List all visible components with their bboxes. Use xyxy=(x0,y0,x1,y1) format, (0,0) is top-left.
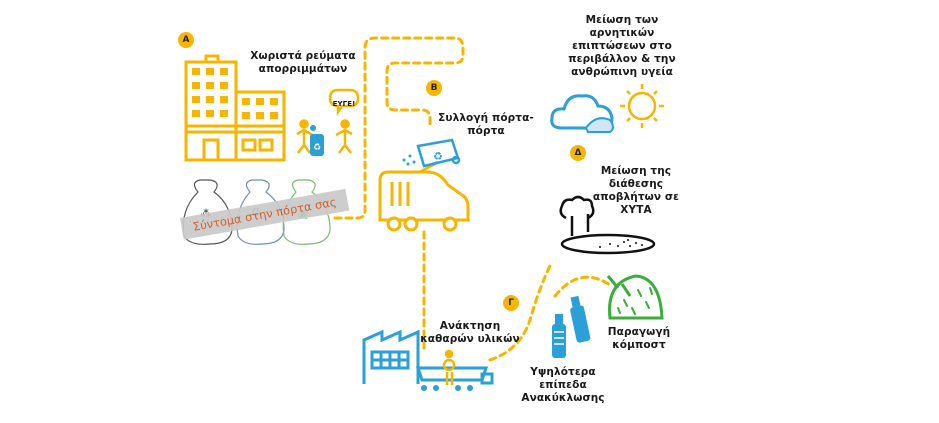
step-badge-d: Δ xyxy=(570,145,586,161)
waste-bags-icon xyxy=(182,179,331,245)
path-a-to-b xyxy=(333,36,465,220)
label-door-to-door: Συλλογή πόρτα- πόρτα xyxy=(438,112,534,137)
svg-text:♻: ♻ xyxy=(313,143,321,153)
worker-icon xyxy=(442,349,456,385)
factory-icon xyxy=(362,329,420,384)
step-badge-b: B xyxy=(426,80,442,96)
conveyor-belt-icon xyxy=(415,366,494,385)
building-windows xyxy=(192,68,278,119)
label-material-recovery: Ανάκτηση καθαρών υλικών xyxy=(420,320,520,345)
svg-text:♻: ♻ xyxy=(433,150,443,163)
people-recycling-icon: ♻ xyxy=(296,88,360,156)
recycle-container-icon xyxy=(416,138,461,168)
recycle-bin-icon xyxy=(310,134,324,156)
label-compost-production: Παραγωγή κόμποστ xyxy=(607,326,671,351)
label-separate-streams: Χωριστά ρεύματα απορριμμάτων xyxy=(250,50,356,75)
label-landfill-reduction: Μείωση της διάθεσης αποβλήτων σε ΧΥΤΑ xyxy=(592,165,680,216)
speech-bubble-text: ΕΥΓΕ! xyxy=(332,100,356,108)
garbage-truck-icon xyxy=(378,160,470,232)
label-environment-health: Μείωση των αρνητικών επιπτώσεων στο περι… xyxy=(568,14,676,78)
path-to-compost xyxy=(553,275,612,298)
sun-icon xyxy=(620,84,664,128)
label-higher-recycling: Υψηλότερα επίπεδα Ανακύκλωσης xyxy=(521,366,605,404)
plastic-bottles-icon xyxy=(552,295,591,358)
compost-heap-icon xyxy=(606,274,664,320)
flow-path xyxy=(333,36,612,362)
step-badge-a: A xyxy=(178,32,194,48)
landfill-trees-icon xyxy=(559,195,656,255)
step-badge-c: Γ xyxy=(503,295,519,311)
buildings-icon xyxy=(184,54,286,162)
cloud-icon xyxy=(550,94,614,133)
path-c-to-d xyxy=(488,260,554,362)
